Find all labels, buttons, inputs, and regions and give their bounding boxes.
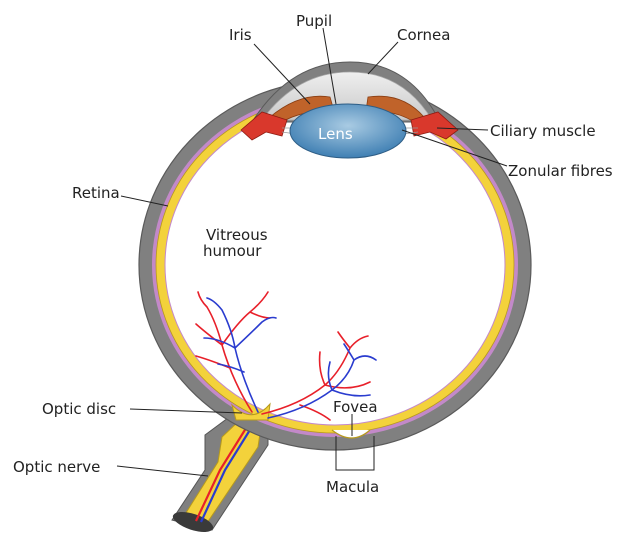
label-lens: Lens xyxy=(318,125,353,143)
label-iris: Iris xyxy=(229,26,252,44)
label-pupil: Pupil xyxy=(296,12,332,30)
label-optic-disc: Optic disc xyxy=(42,400,116,418)
label-cornea: Cornea xyxy=(397,26,450,44)
label-zonular-fibres: Zonular fibres xyxy=(508,162,613,180)
label-retina: Retina xyxy=(72,184,120,202)
label-fovea: Fovea xyxy=(333,398,378,416)
label-vitreous-line2: humour xyxy=(203,242,262,260)
label-optic-nerve: Optic nerve xyxy=(13,458,100,476)
label-ciliary-muscle: Ciliary muscle xyxy=(490,122,596,140)
label-macula: Macula xyxy=(326,478,379,496)
leader-optic-nerve xyxy=(117,466,208,476)
